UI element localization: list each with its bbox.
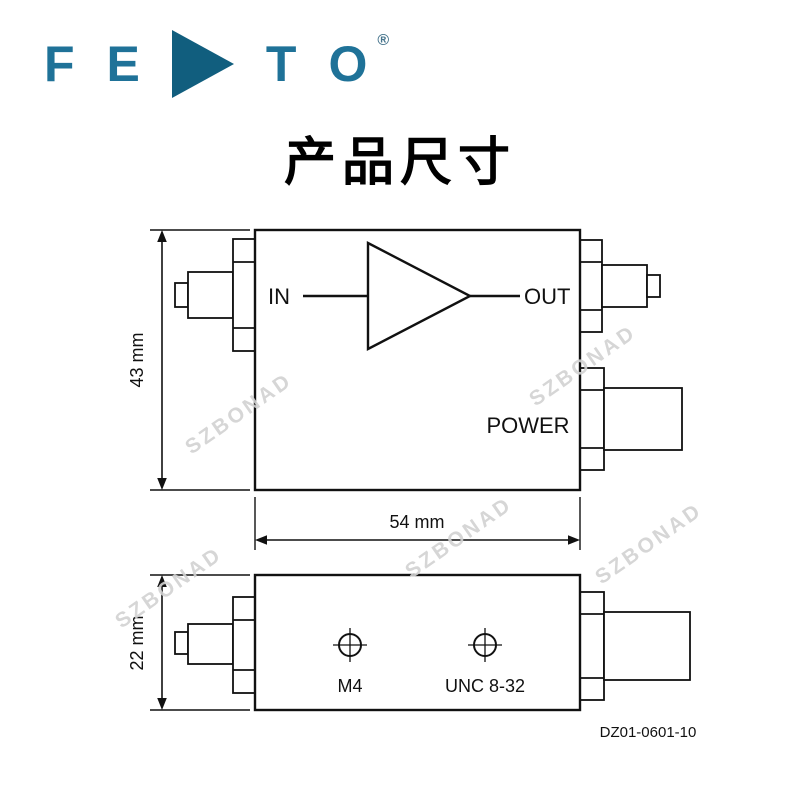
height-dim-label-top: 43 mm [127, 332, 147, 387]
logo-letter-t: T [265, 36, 297, 92]
power-connector-top [579, 367, 683, 471]
input-connector-bottom [174, 596, 256, 694]
top-view: IN OUT POWER 43 mm 54 mm [127, 228, 683, 550]
power-connector-bottom [579, 591, 691, 701]
amplifier-body-bottom-view [253, 573, 582, 712]
part-number: DZ01-0601-10 [600, 724, 697, 741]
unc-label: UNC 8-32 [445, 676, 525, 696]
input-connector-top [174, 238, 256, 352]
mounting-hole-m4 [333, 628, 367, 662]
width-dim-label: 54 mm [389, 512, 444, 532]
m4-label: M4 [337, 676, 362, 696]
height-dimension-top: 43 mm [127, 229, 250, 491]
logo-letter-e: E [106, 36, 140, 92]
out-label: OUT [524, 284, 570, 309]
in-label: IN [268, 284, 290, 309]
height-dimension-bottom: 22 mm [127, 574, 250, 711]
registered-trademark: ® [377, 32, 390, 49]
mounting-hole-unc [468, 628, 502, 662]
power-label: POWER [486, 413, 569, 438]
logo-letter-f: F [44, 36, 75, 92]
output-connector-top [579, 239, 661, 333]
height-dim-label-bottom: 22 mm [127, 615, 147, 670]
femto-logo: F E T O ® [44, 30, 389, 98]
logo-triangle-icon [171, 30, 234, 98]
logo-letter-o: O [328, 36, 368, 92]
bottom-view: M4 UNC 8-32 22 mm [127, 573, 691, 712]
page-title: 产品尺寸 [283, 134, 516, 192]
width-dimension: 54 mm [254, 497, 581, 550]
